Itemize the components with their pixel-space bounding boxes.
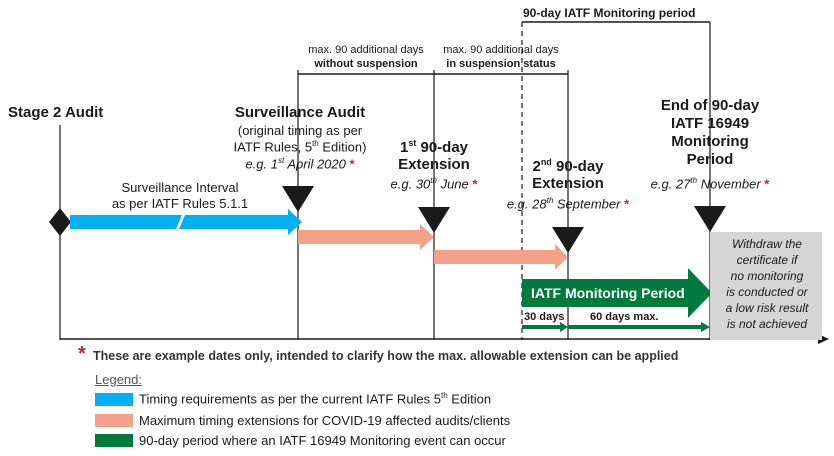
surveillance-triangle-marker — [282, 186, 314, 212]
blue-arrow-right-part — [179, 209, 302, 235]
suspension-label-1: max. 90 additional days — [443, 44, 559, 56]
end-title-4: Period — [686, 151, 734, 168]
end-triangle-marker — [694, 206, 726, 232]
ext1-title: 1st 90-day — [399, 138, 469, 156]
end-example-date: e.g. 27th November * — [650, 176, 770, 192]
stage2-audit-label: Stage 2 Audit — [8, 104, 104, 121]
ext2-triangle-marker — [552, 227, 584, 253]
legend-text-green: 90-day period where an IATF 16949 Monito… — [139, 432, 506, 448]
sixty-days-label: 60 days max. — [590, 311, 659, 323]
legend-item-blue: Timing requirements as per the current I… — [95, 391, 492, 407]
legend-title: Legend: — [95, 372, 142, 387]
end-title-2: IATF 16949 — [670, 115, 750, 132]
surveillance-audit-title: Surveillance Audit — [234, 104, 366, 121]
withdraw-note-box — [710, 232, 822, 340]
legend-text-blue: Timing requirements as per the current I… — [139, 391, 492, 407]
surveillance-audit-subtitle-1: (original timing as per — [237, 123, 363, 138]
withdraw-note-line: no monitoring — [730, 269, 804, 283]
surveillance-interval-label-2: as per IATF Rules 5.1.1 — [111, 196, 249, 211]
green-monitoring-arrow — [522, 268, 712, 318]
ext1-example-date: e.g. 30th June * — [390, 176, 478, 192]
legend-item-green: 90-day period where an IATF 16949 Monito… — [95, 432, 506, 448]
end-title-3: Monitoring — [671, 133, 749, 150]
withdraw-note-line: is not achieved — [726, 317, 808, 331]
without-suspension-label-2: without suspension — [314, 58, 418, 70]
end-title-1: End of 90-day — [660, 97, 760, 114]
thirty-days-label: 30 days — [524, 311, 565, 323]
footnote-text: These are example dates only, intended t… — [93, 349, 679, 363]
withdraw-note-line: Withdraw the — [732, 237, 802, 251]
surveillance-interval-label-1: Surveillance Interval — [121, 180, 239, 195]
salmon-arrow-1 — [298, 224, 434, 250]
footnote-star: * — [78, 343, 86, 365]
monitoring-arrow-label: IATF Monitoring Period — [531, 285, 685, 301]
withdraw-note-text: Withdraw the certificate if no monitorin… — [712, 236, 822, 332]
salmon-arrow-2 — [434, 244, 568, 270]
stage2-diamond-marker — [49, 208, 71, 236]
suspension-label-2: in suspension status — [446, 58, 556, 70]
withdraw-note-line: is conducted or — [726, 285, 808, 299]
legend-swatch-green — [95, 433, 133, 447]
monitoring-period-label: 90-day IATF Monitoring period — [523, 6, 696, 20]
ext2-example-date: e.g. 28th September * — [506, 196, 630, 212]
surveillance-audit-subtitle-2: IATF Rules, 5th Edition) — [233, 139, 367, 155]
sixty-days-arrowhead — [701, 322, 710, 332]
legend-swatch-blue — [95, 392, 133, 406]
legend-item-salmon: Maximum timing extensions for COVID-19 a… — [95, 412, 511, 428]
ext2-title-2: Extension — [532, 175, 604, 192]
ext1-triangle-marker — [418, 207, 450, 233]
withdraw-note-line: a low risk result — [725, 301, 809, 315]
legend-text-salmon: Maximum timing extensions for COVID-19 a… — [139, 412, 511, 428]
ext2-title: 2nd 90-day — [532, 157, 604, 175]
legend-swatch-salmon — [95, 413, 133, 427]
thirty-days-arrowhead — [560, 322, 568, 332]
withdraw-note-line: certificate if — [736, 253, 798, 267]
blue-arrow-left-part — [70, 215, 182, 229]
ext1-title-2: Extension — [398, 156, 470, 173]
without-suspension-label-1: max. 90 additional days — [308, 44, 424, 56]
surveillance-audit-example-date: e.g. 1st April 2020 * — [245, 156, 355, 172]
